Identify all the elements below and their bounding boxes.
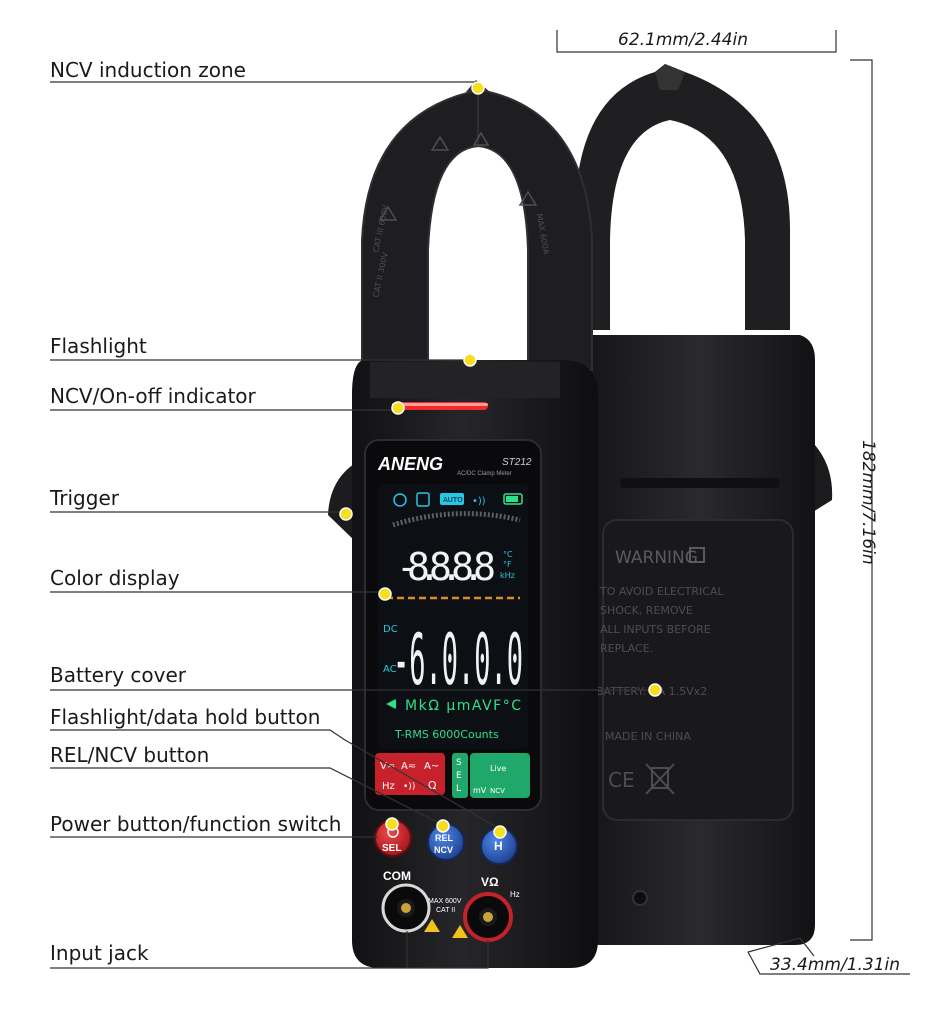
lcd-main-digits: -6.0.0.0 [393,619,523,701]
battery-icon [503,493,523,505]
label-power-button: Power button/function switch [50,812,342,836]
lcd-unit-row: MkΩ μmAVF°C [405,698,521,714]
jack-hz-label: Hz [510,890,520,899]
jack-v-label: VΩ [481,875,499,889]
weee-bin-icon [645,763,675,795]
jack-com-label: COM [383,869,411,883]
sel-e: E [456,771,462,781]
front-jaw [361,88,593,371]
svg-text:NCV: NCV [434,845,453,855]
v-jack[interactable] [463,892,513,942]
label-rel-ncv: REL/NCV button [50,743,210,767]
label-ncv-indicator: NCV/On-off indicator [50,384,256,408]
svg-text:•)): •)) [403,782,415,792]
brand-logo: ANENG [377,454,443,474]
label-input-jack: Input jack [50,941,149,965]
warning-triangle-icon [424,919,440,932]
sel-l: L [456,784,461,794]
lcd-dc: DC [383,624,398,635]
label-color-display: Color display [50,566,180,590]
sel-mv: mV [473,786,487,795]
svg-text:REL: REL [435,833,454,843]
dimension-height: 182mm/7.16in [858,440,878,565]
lcd-unit-khz: kHz [500,571,515,580]
com-jack[interactable] [381,883,431,933]
jack-max: MAX 600V [428,898,462,905]
svg-text:H: H [494,839,503,853]
back-jaw [575,64,790,330]
lcd-unit-f: °F [503,560,512,569]
back-warning-line-1: TO AVOID ELECTRICAL [599,585,724,598]
sel-ncv: NCV [490,787,505,795]
sel-v: V≂ [380,761,395,772]
dimension-width: 62.1mm/2.44in [618,30,749,50]
lcd-footer: T-RMS 6000Counts [394,728,499,741]
sel-a-dc: A≂ [401,761,416,772]
hold-icon [416,492,430,507]
model-label: ST212 [502,457,532,468]
sel-ohm: Ω [428,779,436,792]
lcd-screen [378,484,528,749]
label-trigger: Trigger [50,486,119,510]
label-ncv-zone: NCV induction zone [50,58,246,82]
back-battery-cover [602,519,794,821]
jack-cat: CAT II [436,907,455,914]
back-view-meter: WARNING TO AVOID ELECTRICAL SHOCK, REMOV… [575,64,833,945]
label-battery-cover: Battery cover [50,663,186,687]
label-flashlight: Flashlight [50,334,147,358]
lcd-ac: AC [383,664,397,675]
dimension-depth: 33.4mm/1.31in [770,955,901,975]
dimension-lines [556,30,910,975]
lcd-unit-c: °C [503,550,513,559]
back-warning-title: WARNING [615,548,698,568]
back-warning-line-2: SHOCK, REMOVE [600,604,693,617]
back-warning-line-4: REPLACE. [600,642,653,655]
svg-text:SEL: SEL [382,843,401,854]
model-subtitle: AC/DC Clamp Meter [457,471,512,477]
callout-dots [339,81,662,839]
ce-mark: CE [608,768,635,792]
sel-hz: Hz [382,781,395,792]
sel-a-ac: A~ [424,761,439,772]
label-hold-button: Flashlight/data hold button [50,705,321,729]
front-view-meter: CAT III 600V CAT II 300V MAX 600A ANENG … [328,80,598,968]
sel-s: S [456,758,462,768]
lcd-top-digits: -8.8.8.8 [396,545,496,589]
back-warning-line-3: ALL INPUTS BEFORE [600,623,711,636]
back-screw [632,890,648,906]
sound-icon: •)) [472,496,486,507]
back-made-in: MADE IN CHINA [605,730,691,743]
sel-live: Live [490,764,506,773]
lcd-auto: AUTO [443,496,463,504]
power-icon [393,493,407,507]
